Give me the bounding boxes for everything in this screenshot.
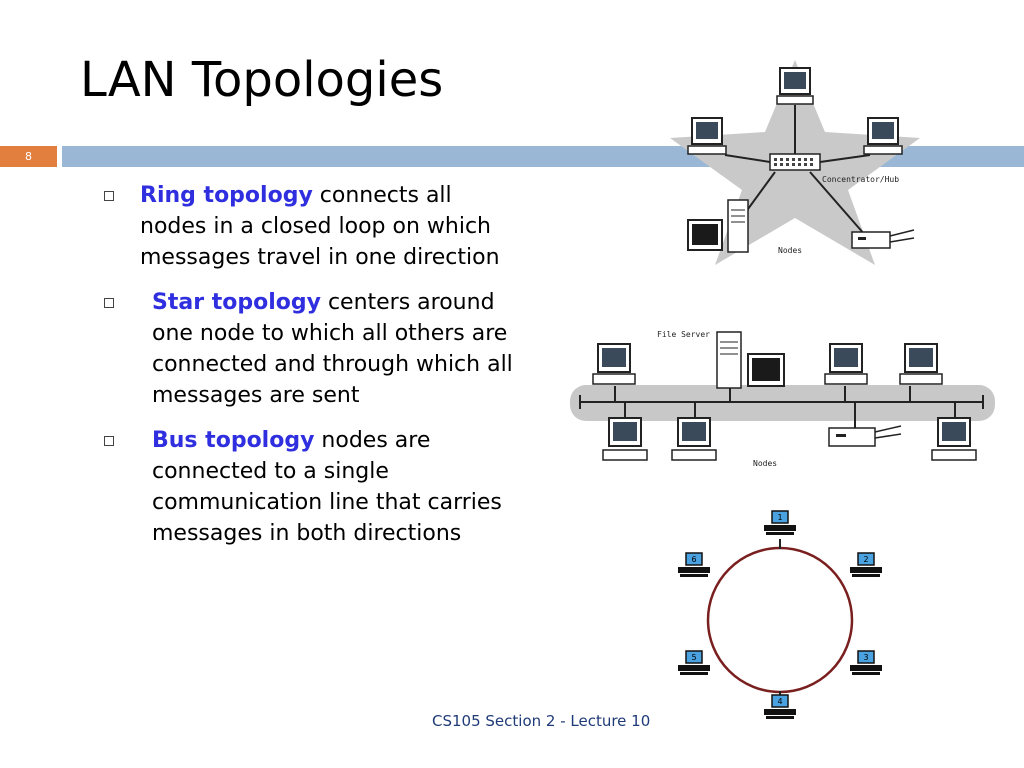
ring-node-icon: 6 — [678, 552, 710, 577]
bullet-marker-icon — [104, 298, 114, 308]
ring-topology-figure: 1 2 3 4 5 6 — [678, 510, 882, 719]
bullet-ring: Ring topology connects all nodes in a cl… — [100, 180, 520, 273]
bullet-text: connects all nodes in a closed loop on w… — [140, 183, 500, 270]
nodes-label: Nodes — [753, 459, 777, 468]
ring-node-icon: 3 — [850, 650, 882, 675]
bullet-marker-icon — [104, 191, 114, 201]
computer-icon — [687, 117, 727, 155]
bullet-bus: Bus topology nodes are connected to a si… — [100, 425, 520, 549]
ring-node-number: 3 — [863, 653, 868, 662]
ring-line — [706, 546, 854, 694]
bullet-term: Ring topology — [140, 183, 313, 208]
bullet-marker-icon — [104, 436, 114, 446]
bus-line — [579, 380, 984, 428]
computer-icon — [776, 67, 814, 105]
computer-icon — [899, 343, 943, 385]
ring-node-number: 2 — [863, 555, 868, 564]
ring-node-icon: 4 — [764, 694, 796, 719]
bullet-text: centers around one node to which all oth… — [152, 290, 513, 408]
bullet-star: Star topology centers around one node to… — [100, 287, 520, 411]
computer-icon — [824, 343, 868, 385]
workstation-icon — [687, 199, 749, 253]
ring-node-number: 1 — [777, 513, 782, 522]
bullet-term: Bus topology — [152, 428, 315, 453]
ring-node-icon: 5 — [678, 650, 710, 675]
ring-node-number: 6 — [691, 555, 696, 564]
bus-topology-figure: File Server Nodes — [570, 330, 995, 468]
computer-icon — [863, 117, 903, 155]
computer-icon — [602, 417, 648, 461]
hub-label: Concentrator/Hub — [822, 175, 899, 184]
server-label: File Server — [657, 330, 710, 339]
star-topology-figure: Concentrator/Hub Nodes — [670, 60, 920, 265]
slide-number: 8 — [0, 146, 57, 167]
server-icon — [716, 331, 785, 389]
bullet-term: Star topology — [152, 290, 321, 315]
slide-title: LAN Topologies — [80, 52, 444, 108]
printer-icon — [828, 425, 902, 447]
ring-node-icon: 2 — [850, 552, 882, 577]
hub-icon — [769, 153, 821, 171]
ring-node-number: 5 — [691, 653, 696, 662]
nodes-label: Nodes — [778, 246, 802, 255]
computer-icon — [592, 343, 636, 385]
computer-icon — [931, 417, 977, 461]
printer-icon — [851, 229, 915, 249]
bullet-list: Ring topology connects all nodes in a cl… — [100, 180, 520, 563]
ring-node-icon: 1 — [764, 510, 796, 535]
computer-icon — [671, 417, 717, 461]
bullet-text: nodes are connected to a single communic… — [152, 428, 502, 546]
ring-node-number: 4 — [777, 697, 782, 706]
footer: CS105 Section 2 - Lecture 10 — [432, 712, 651, 730]
